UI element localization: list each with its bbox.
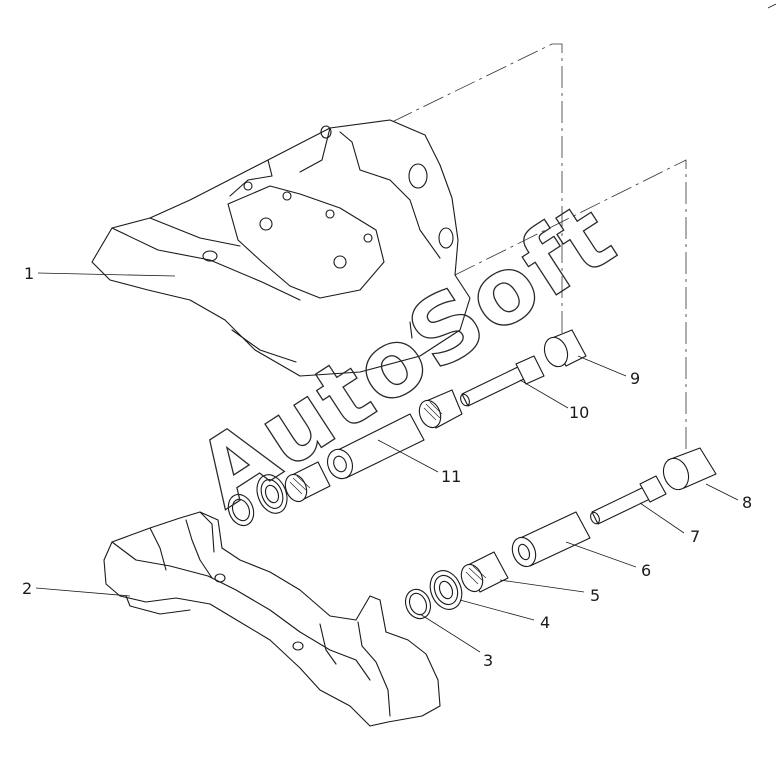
callout-8: 8 (742, 493, 752, 512)
callout-3: 3 (483, 651, 493, 670)
alignment-line-lower (454, 159, 687, 470)
lower-pin-stack (404, 447, 717, 620)
leader-8 (705, 483, 739, 501)
upper-bushing-left (284, 461, 331, 503)
part-1-caliper-housing (91, 119, 471, 377)
leader-lines (35, 272, 739, 653)
leader-4 (459, 599, 535, 621)
leader-9 (577, 355, 627, 377)
leader-5 (499, 579, 585, 593)
callout-labels: 1 2 3 4 5 6 7 8 9 10 11 (22, 264, 752, 670)
leader-10 (519, 379, 569, 409)
callout-10: 10 (569, 403, 589, 422)
alignment-line-upper (391, 43, 563, 360)
leader-11 (377, 439, 439, 473)
part-5-bushing (460, 551, 509, 593)
callout-6: 6 (641, 561, 651, 580)
upper-pin-stack (227, 329, 587, 527)
upper-seal-boot (256, 474, 288, 514)
callout-4: 4 (540, 613, 550, 632)
callout-11: 11 (441, 467, 461, 486)
leader-2 (35, 587, 131, 597)
leader-3 (419, 613, 481, 653)
part-9-sleeve (543, 329, 587, 368)
part-8-sleeve (662, 447, 717, 491)
leader-1 (37, 272, 176, 277)
callout-9: 9 (630, 369, 640, 388)
callout-7: 7 (690, 527, 700, 546)
upper-bushing-right (418, 389, 463, 429)
part-11-tube (326, 413, 425, 480)
callout-5: 5 (590, 586, 600, 605)
part-10-bolt (460, 355, 545, 407)
leader-7 (639, 502, 685, 534)
part-7-bolt (590, 475, 667, 525)
upper-ring (227, 493, 255, 527)
part-2-carrier-bracket (103, 511, 441, 727)
callout-1: 1 (24, 264, 34, 283)
part-6-tube (511, 511, 591, 568)
leader-6 (565, 541, 637, 568)
callout-2: 2 (22, 579, 32, 598)
part-4-seal-boot (429, 570, 463, 610)
alignment-lines (391, 43, 687, 470)
corner-mark (767, 3, 777, 9)
part-3-ring (404, 588, 432, 620)
